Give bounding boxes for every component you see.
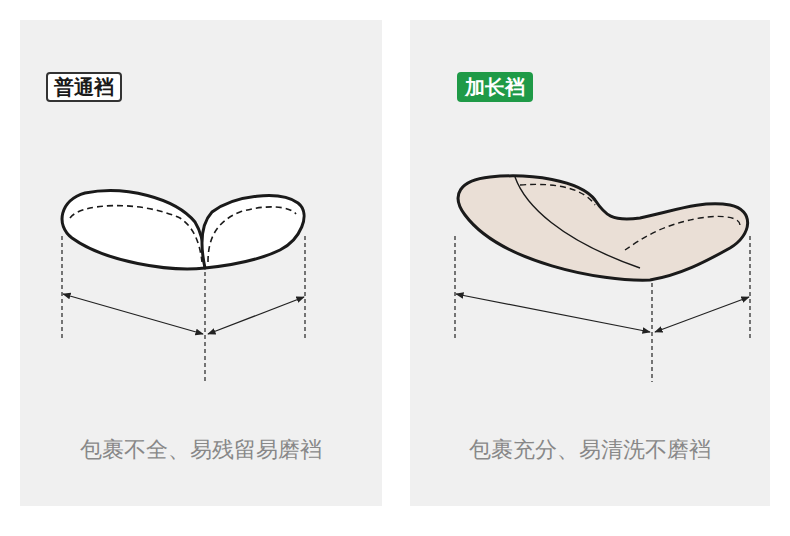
highlight-tag: 加长裆 — [457, 72, 533, 102]
tag-text: 加长裆 — [465, 77, 525, 97]
plain-tag: 普通裆 — [46, 72, 122, 102]
caption-text: 包裹不全、易残留易磨裆 — [80, 435, 322, 465]
caption-text: 包裹充分、易清洗不磨裆 — [469, 435, 711, 465]
tag-text: 普通裆 — [54, 77, 114, 97]
